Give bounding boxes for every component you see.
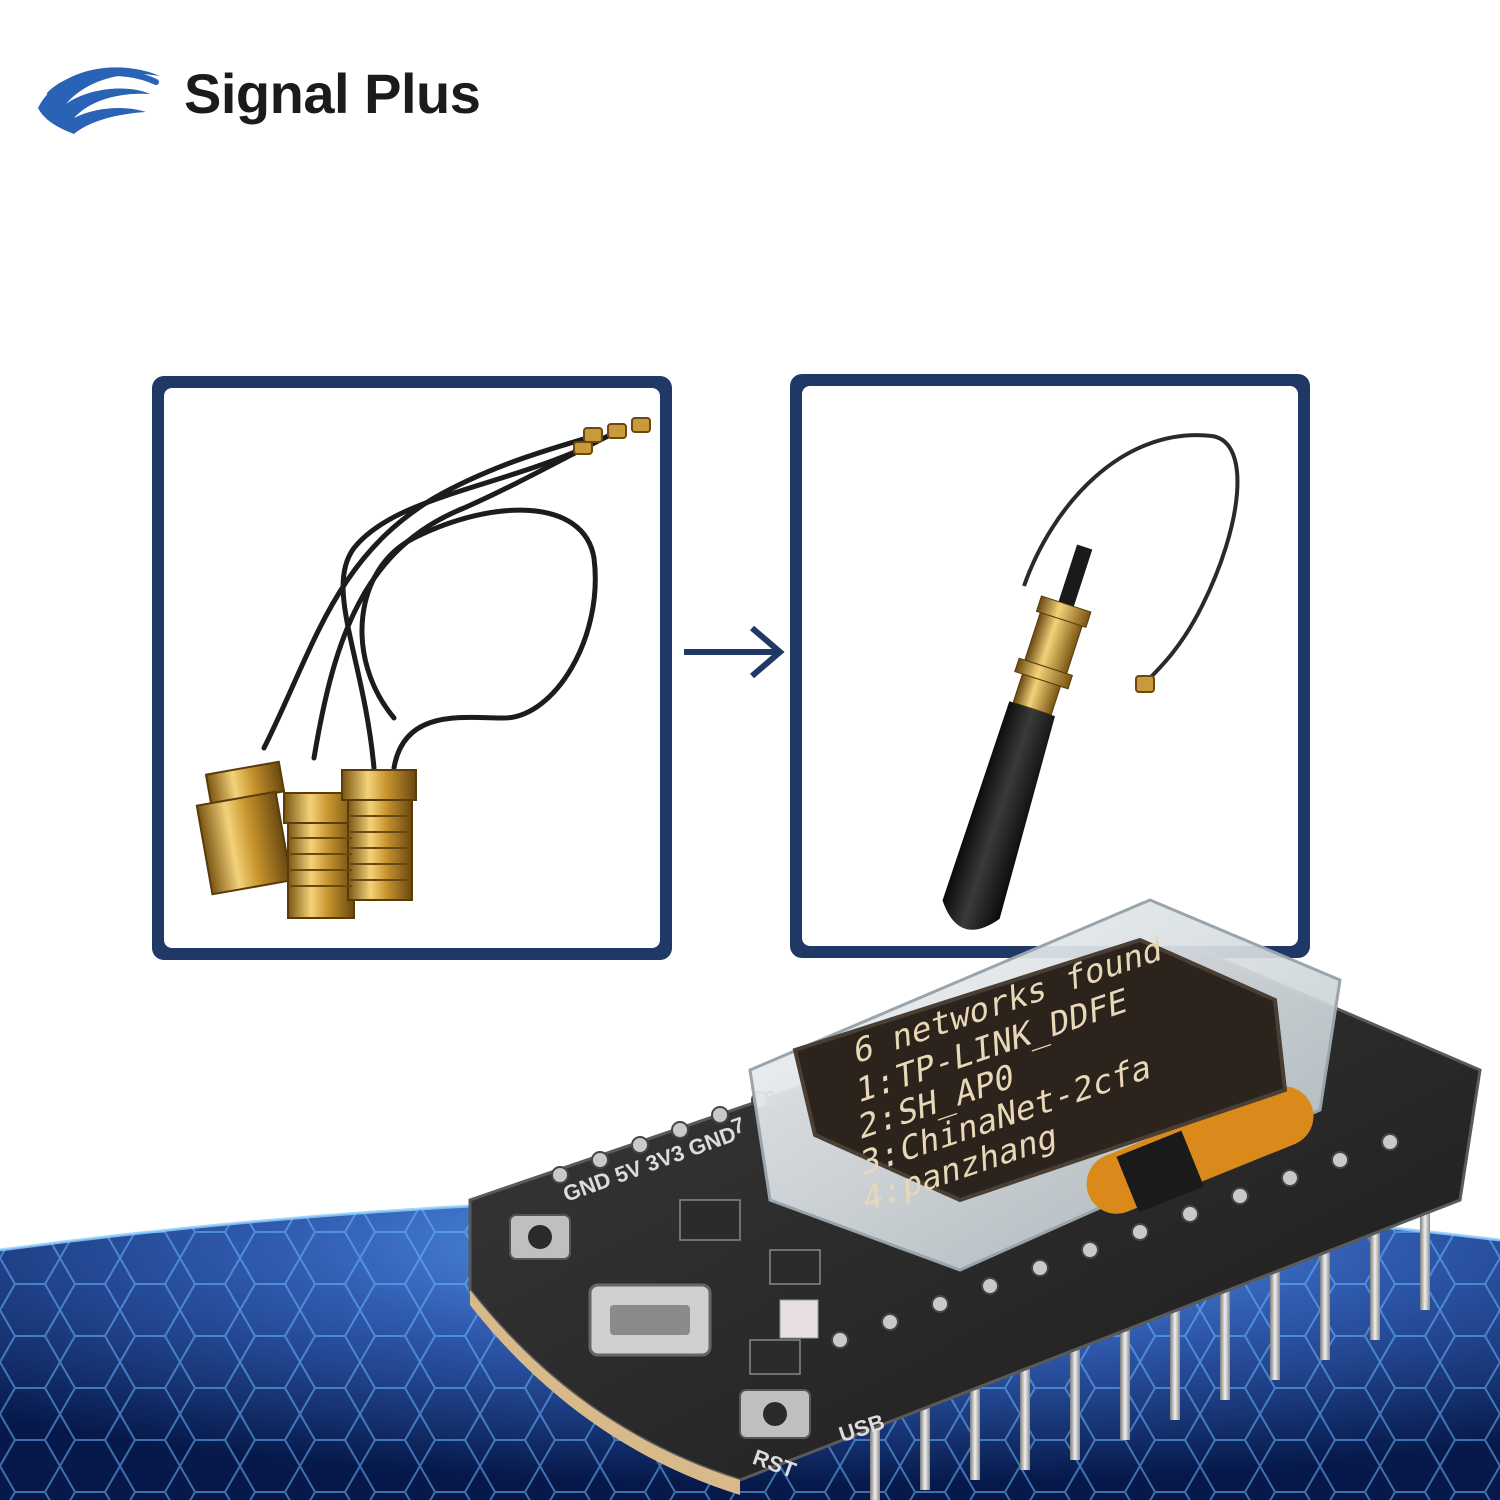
antenna-with-pigtail-photo (942, 433, 1240, 930)
pigtail-cables-photo (195, 417, 651, 919)
pigtail-cables-frame (152, 376, 672, 960)
arrow-right-icon (684, 625, 785, 679)
brand-name: Signal Plus (184, 61, 481, 125)
antenna-frame (790, 374, 1310, 958)
brand: Signal Plus (28, 48, 481, 138)
signal-plus-logo-icon (38, 67, 160, 134)
esp32-oled-board: 6 networks found TP-LINK_DDFE SH_AP0 Chi… (468, 898, 1482, 1500)
